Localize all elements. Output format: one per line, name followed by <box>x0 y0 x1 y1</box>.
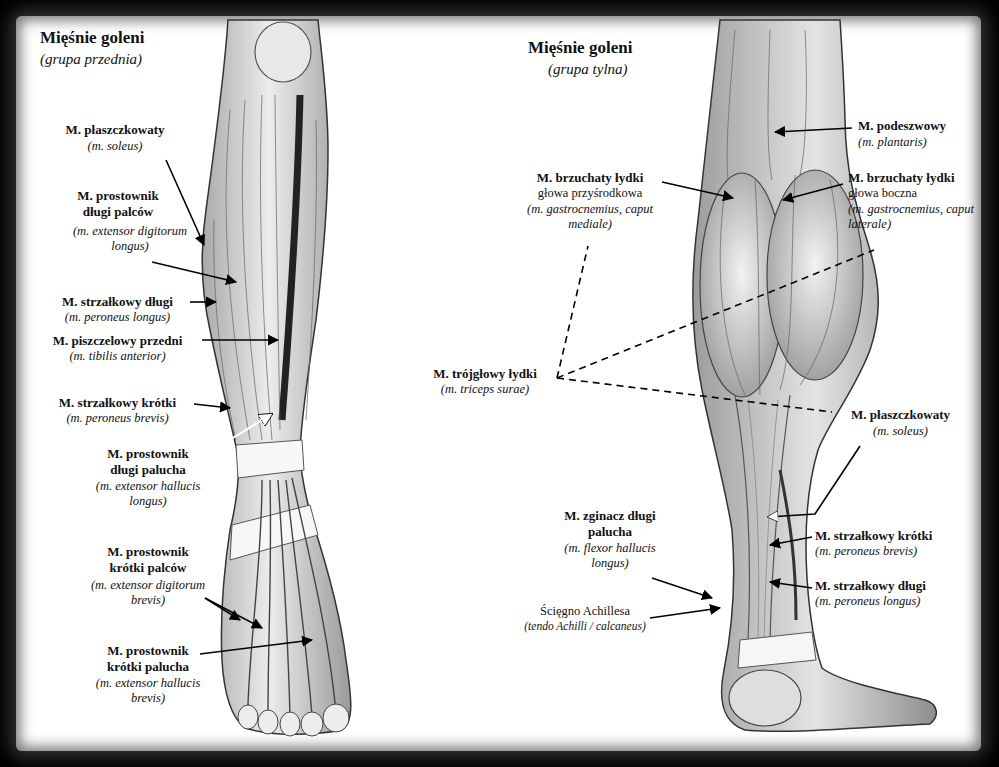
latin-name: (m. soleus) <box>838 424 963 439</box>
latin-name: (m. peroneus brevis) <box>35 411 200 426</box>
achilles-tendon <box>748 400 778 640</box>
muscle-part: głowa boczna <box>848 186 983 201</box>
leader-line <box>200 640 312 654</box>
muscle-name: M. zginacz długi palucha <box>550 508 670 539</box>
muscle-part: głowa przyśrodkowa <box>505 186 675 201</box>
latin-name: (m. soleus) <box>30 139 200 154</box>
leader-line <box>770 537 812 545</box>
tibia-edge <box>282 95 300 420</box>
toes <box>238 704 349 736</box>
latin-name: (m. gastrocnemius, caput mediale) <box>525 202 655 232</box>
muscle-name: M. trójgłowy łydki <box>415 366 555 382</box>
muscle-fibres <box>720 30 838 395</box>
muscle-name: M. strzałkowy długi <box>815 578 975 594</box>
latin-name: (m. peroneus longus) <box>35 310 200 325</box>
muscle-name: M. strzałkowy długi <box>35 294 200 310</box>
leader-line <box>202 339 278 341</box>
panel-title: Mięśnie goleni <box>40 28 220 48</box>
achilles-tendon <box>735 395 790 640</box>
muscle-name: M. strzałkowy krótki <box>35 395 200 411</box>
latin-name: (m. plantaris) <box>858 135 983 150</box>
leader-line <box>652 578 712 598</box>
muscle-name: M. strzałkowy krótki <box>815 528 975 544</box>
muscle-name: M. prostownik długi palucha <box>93 446 203 477</box>
anterior-leg <box>202 20 351 736</box>
muscle-name: M. piszczelowy przedni <box>35 333 200 349</box>
dashed-bracket-line <box>557 250 874 378</box>
latin-name: (m. triceps surae) <box>415 382 555 397</box>
latin-name: (m. flexor hallucis longus) <box>545 541 675 571</box>
latin-name: (m. extensor hallucis longus) <box>93 479 203 509</box>
latin-name: (tendo Achilli / calcaneus) <box>505 620 665 634</box>
muscle-name: M. płaszczkowaty <box>838 407 963 423</box>
leader-line <box>190 301 216 303</box>
muscle-name: M. prostownik krótki palucha <box>93 643 203 674</box>
peroneal-tendons <box>780 470 796 620</box>
latin-name: (m. extensor digitorum brevis) <box>88 578 208 608</box>
latin-name: (m. peroneus longus) <box>815 594 975 609</box>
muscle-name: M. brzuchaty łydki <box>505 170 675 186</box>
leader-line <box>768 446 860 517</box>
dashed-bracket-line <box>557 246 588 378</box>
leader-line <box>152 262 236 282</box>
dashed-bracket-line <box>557 378 832 412</box>
retinaculum <box>230 440 318 560</box>
leader-line <box>775 128 852 132</box>
muscle-name: M. brzuchaty łydki <box>848 170 983 186</box>
latin-name: (m. extensor digitorum longus) <box>70 224 190 254</box>
latin-name: (m. peroneus brevis) <box>815 544 975 559</box>
patella <box>255 22 311 82</box>
leader-line <box>662 182 733 198</box>
gastrocnemius-lateral <box>767 170 863 380</box>
leader-line <box>200 414 272 458</box>
leg-outline <box>202 20 351 734</box>
muscle-name: M. podeszwowy <box>858 118 983 134</box>
heel <box>729 670 801 726</box>
panel-title: Mięśnie goleni <box>528 38 728 58</box>
latin-name: (m. extensor hallucis brevis) <box>93 676 203 706</box>
leader-line <box>650 608 720 618</box>
leader-line <box>205 598 262 628</box>
muscle-name: M. prostownik krótki palców <box>93 544 203 575</box>
muscle-part: Ścięgno Achillesa <box>520 604 650 619</box>
muscle-name: M. płaszczkowaty <box>30 122 200 138</box>
muscle-name: M. prostownik długi palców <box>63 188 173 219</box>
muscle-fibres <box>214 95 317 440</box>
latin-name: (m. gastrocnemius, caput laterale) <box>848 202 978 232</box>
panel-subtitle: (grupa tylna) <box>548 60 728 78</box>
leader-line <box>783 184 843 200</box>
leader-line <box>770 582 812 588</box>
ankle-band <box>738 632 816 668</box>
latin-name: (m. tibilis anterior) <box>35 349 200 364</box>
toe-tendons <box>248 478 336 716</box>
panel-subtitle: (grupa przednia) <box>40 50 220 68</box>
leader-line <box>194 404 230 408</box>
